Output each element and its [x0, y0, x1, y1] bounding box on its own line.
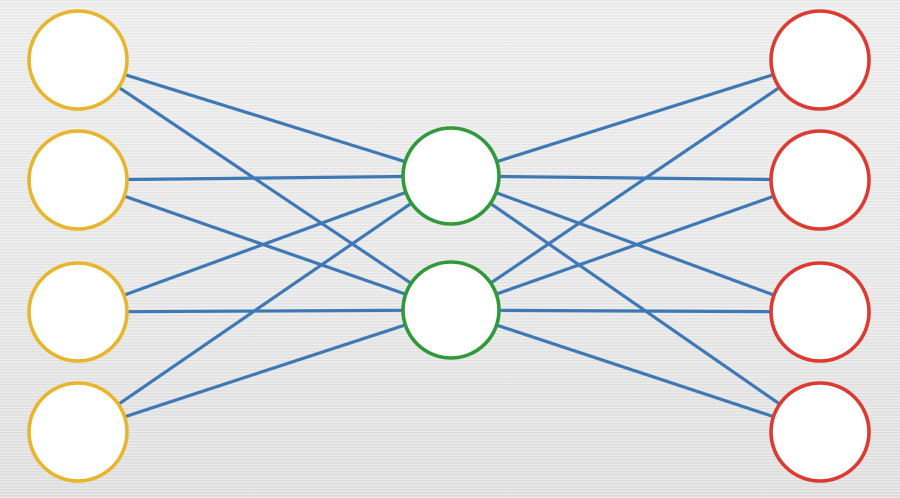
connection-input-1-to-hidden-2 — [117, 85, 413, 285]
output-node-1 — [769, 9, 871, 111]
input-node-1 — [27, 9, 129, 111]
hidden-node-2 — [401, 260, 501, 360]
output-node-2 — [769, 129, 871, 231]
connection-input-3-to-hidden-2 — [125, 308, 405, 314]
connection-hidden-2-to-output-2 — [494, 194, 776, 296]
hidden-node-1 — [401, 126, 501, 226]
output-node-3 — [769, 261, 871, 363]
connection-hidden-1-to-output-4 — [488, 201, 782, 406]
connection-input-4-to-hidden-2 — [122, 323, 407, 419]
input-node-2 — [27, 129, 129, 231]
connection-hidden-2-to-output-4 — [495, 323, 776, 419]
input-node-4 — [27, 381, 129, 483]
connection-input-3-to-hidden-1 — [122, 190, 408, 297]
input-node-3 — [27, 261, 129, 363]
output-node-4 — [769, 381, 871, 483]
connection-input-2-to-hidden-1 — [125, 174, 405, 182]
connection-input-1-to-hidden-1 — [123, 72, 407, 164]
connection-hidden-1-to-output-1 — [495, 73, 775, 164]
connections-group — [116, 72, 782, 419]
connection-hidden-2-to-output-3 — [497, 308, 773, 314]
connection-input-4-to-hidden-1 — [116, 201, 413, 406]
connection-hidden-2-to-output-1 — [489, 85, 782, 285]
nodes-group — [27, 9, 871, 483]
connection-hidden-1-to-output-2 — [497, 174, 773, 182]
